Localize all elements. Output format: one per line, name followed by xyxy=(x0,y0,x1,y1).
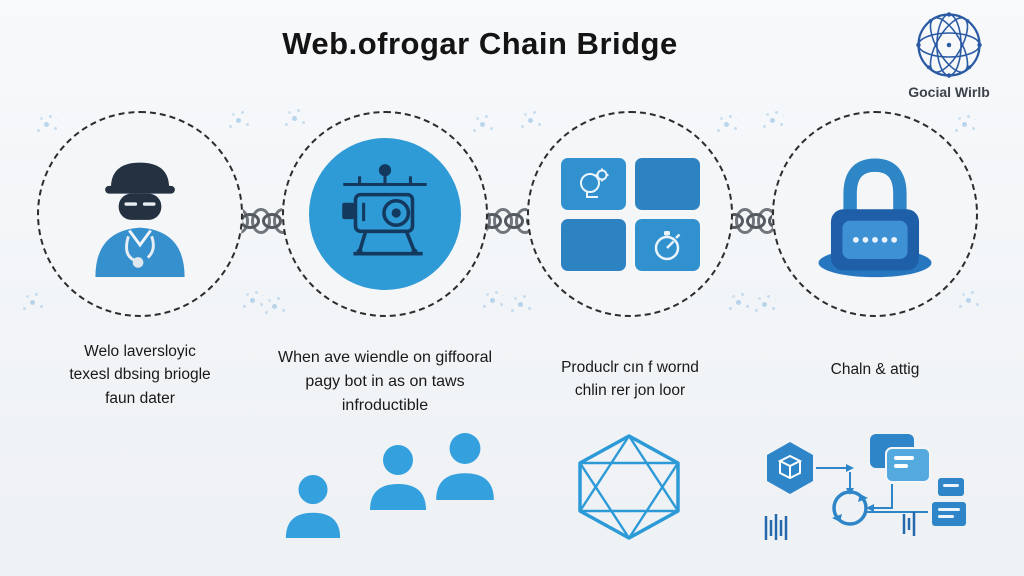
globe-mesh-icon xyxy=(916,12,982,78)
person-icon xyxy=(285,475,341,538)
speckle-decoration xyxy=(736,300,741,305)
brand-label: Gocial Wirlb xyxy=(908,84,990,100)
solid-blue-disc xyxy=(309,138,461,290)
speckle-decoration xyxy=(44,122,49,127)
hexagon-wireframe-icon xyxy=(578,434,680,540)
grid-square-timer xyxy=(634,218,700,271)
speckle-decoration xyxy=(250,298,255,303)
step-circle-grid xyxy=(527,111,733,317)
speckle-decoration xyxy=(770,118,775,123)
person-icon xyxy=(370,445,426,510)
blue-machine-icon xyxy=(342,164,427,256)
grid-square-plain-1 xyxy=(634,157,700,210)
speckle-decoration xyxy=(272,304,277,309)
speckle-decoration xyxy=(30,300,35,305)
grid-squares-icon xyxy=(560,157,700,271)
speckle-decoration xyxy=(292,116,297,121)
process-flow-icon xyxy=(764,434,966,540)
grid-square-plain-2 xyxy=(560,218,626,271)
head-gear-icon xyxy=(580,168,609,198)
grid-square-mind xyxy=(560,157,626,210)
speckle-decoration xyxy=(480,122,485,127)
step-circle-person xyxy=(37,111,243,317)
speckle-decoration xyxy=(724,122,729,127)
people-group-icon xyxy=(278,428,502,552)
speckle-decoration xyxy=(962,122,967,127)
doctor-person-icon xyxy=(95,162,185,277)
step-caption-1: Welo laversloyic texesl dbsing briogle f… xyxy=(69,343,211,407)
step-circle-lock xyxy=(772,111,978,317)
speckle-decoration xyxy=(518,302,523,307)
speckle-decoration xyxy=(236,118,241,123)
speckle-decoration xyxy=(966,298,971,303)
step-caption-4: Chaln & attig xyxy=(830,361,920,378)
speckle-decoration xyxy=(528,118,533,123)
step-caption-2: When ave wiendle on giffooral pagy bot i… xyxy=(277,349,493,414)
stopwatch-icon xyxy=(654,230,681,260)
step-caption-3: Produclr cın f wornd chlin rer jon loor xyxy=(561,359,699,400)
speckle-decoration xyxy=(762,302,767,307)
page-title: Web.ofrogar Chain Bridge xyxy=(282,26,678,61)
person-icon xyxy=(436,433,494,500)
brand-logo: Gocial Wirlb xyxy=(888,8,1010,100)
speckle-decoration xyxy=(490,298,495,303)
padlock-icon xyxy=(818,158,932,278)
step-circle-machine xyxy=(282,111,488,317)
